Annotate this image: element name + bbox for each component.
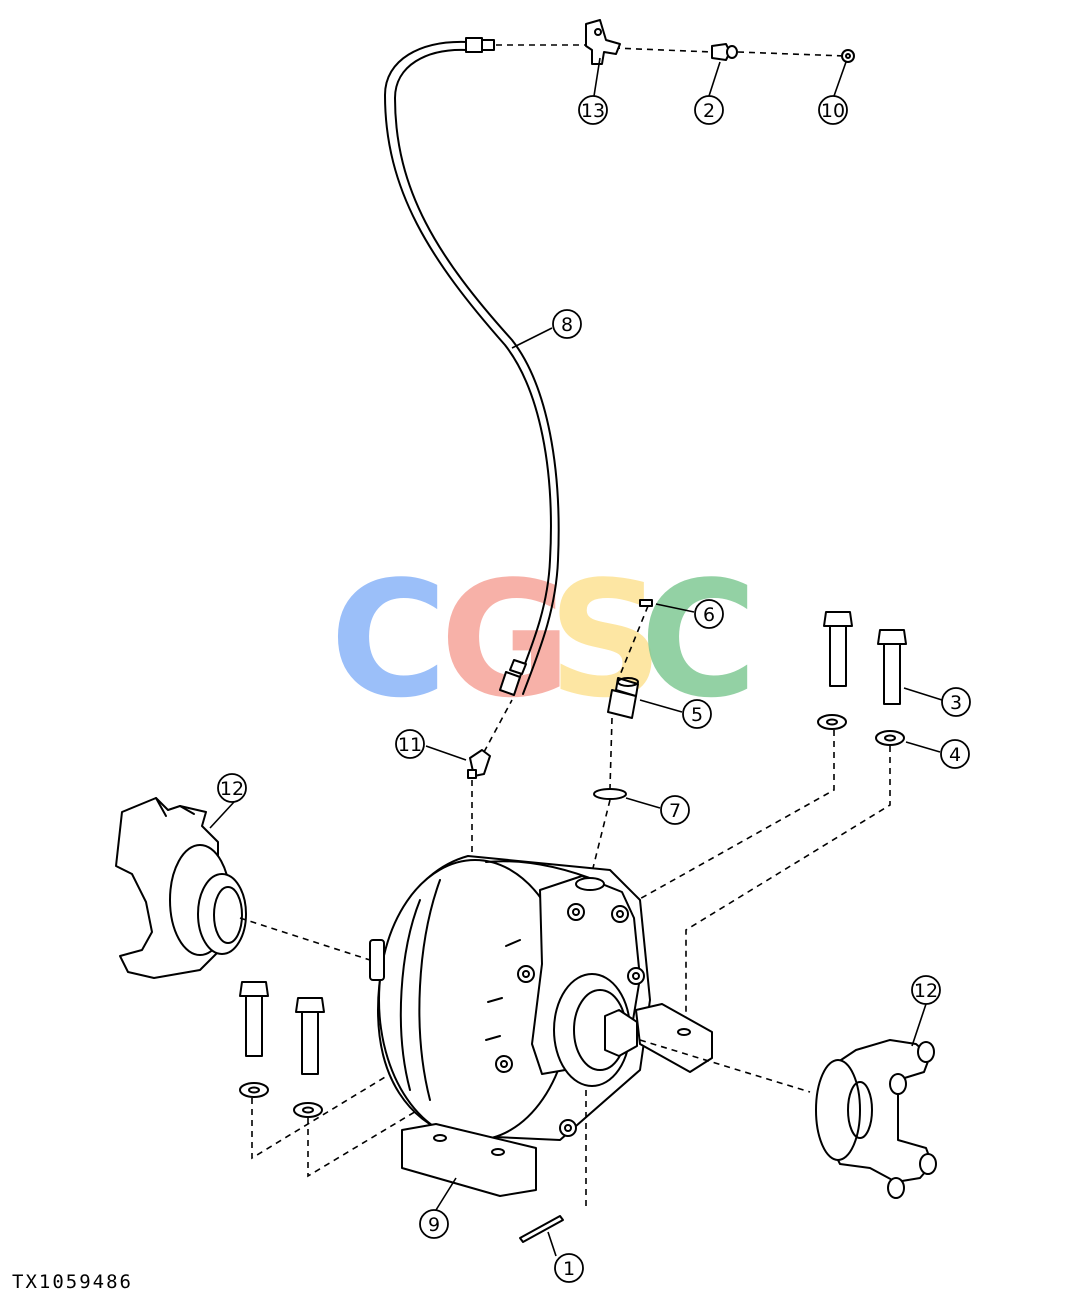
upper-bolts-dash: [619, 730, 891, 1025]
elbow-fitting-part: [467, 749, 491, 779]
callout-12-left: 12: [217, 773, 247, 803]
top-dash-line: [496, 44, 846, 57]
motor-to-yoke-right-dash: [639, 1039, 811, 1093]
washer-upper-right: [875, 730, 905, 746]
svg-text:8: 8: [561, 314, 573, 336]
leader-lines: [209, 57, 943, 1257]
elbow-to-hose-dash: [483, 699, 513, 753]
callout-5: 5: [682, 699, 712, 729]
cotter-pin-part: [519, 1215, 564, 1243]
lower-bolts-dash: [251, 1039, 499, 1178]
washer-lower-right: [293, 1102, 323, 1118]
callout-10: 10: [818, 95, 848, 125]
svg-text:2: 2: [703, 100, 715, 122]
o-ring-part: [593, 788, 627, 800]
callout-8: 8: [552, 309, 582, 339]
yoke-left: [115, 797, 247, 979]
bracket-part: [585, 19, 621, 65]
callout-9: 9: [419, 1209, 449, 1239]
callout-11: 11: [395, 729, 425, 759]
watermark-letter-1: C: [330, 546, 447, 733]
svg-text:6: 6: [703, 604, 715, 626]
callout-4: 4: [940, 739, 970, 769]
bolt-upper-left: [823, 611, 853, 687]
bolt-lower-right: [295, 997, 325, 1075]
callout-7: 7: [660, 795, 690, 825]
callout-3: 3: [941, 687, 971, 717]
svg-text:11: 11: [398, 734, 422, 756]
pin-part: [639, 599, 653, 607]
svg-text:13: 13: [581, 100, 605, 122]
svg-text:7: 7: [669, 800, 681, 822]
callout-6: 6: [694, 599, 724, 629]
motor-housing: [369, 855, 713, 1197]
bolt-upper-right: [877, 629, 907, 705]
bolt-lower-left: [239, 981, 269, 1057]
svg-text:5: 5: [691, 704, 703, 726]
switch-part: [607, 677, 639, 719]
yoke-right: [815, 1039, 937, 1199]
svg-text:9: 9: [428, 1214, 440, 1236]
washer-lower-left: [239, 1082, 269, 1098]
cap-part: [841, 49, 855, 63]
svg-text:3: 3: [950, 692, 962, 714]
svg-text:12: 12: [220, 778, 244, 800]
switch-dash-line: [589, 605, 649, 881]
hose-assembly: [384, 37, 560, 696]
callout-12-right: 12: [911, 975, 941, 1005]
callout-1: 1: [554, 1253, 584, 1283]
callout-13: 13: [578, 95, 608, 125]
yoke-left-dash: [239, 917, 371, 961]
svg-text:12: 12: [914, 980, 938, 1002]
callout-2: 2: [694, 95, 724, 125]
svg-text:4: 4: [949, 744, 961, 766]
svg-text:1: 1: [563, 1258, 575, 1280]
washer-upper-left: [817, 714, 847, 730]
fitting-part: [711, 43, 738, 61]
svg-text:10: 10: [821, 100, 845, 122]
figure-id: TX1059486: [12, 1271, 133, 1293]
